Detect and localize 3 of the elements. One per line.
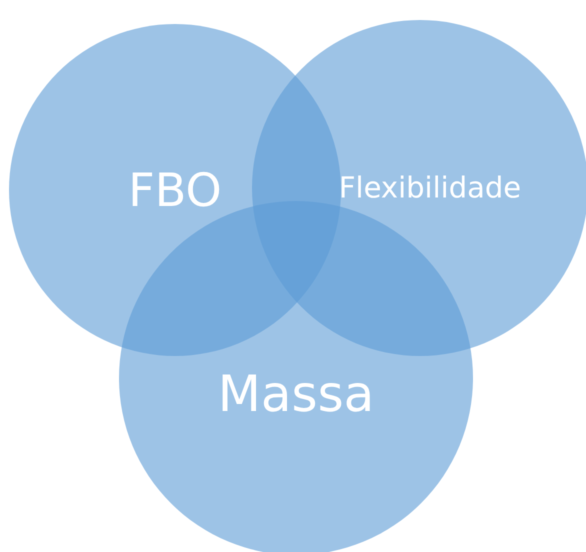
- set-label: FBO: [128, 167, 222, 213]
- set-label: Massa: [218, 369, 374, 419]
- set-label: Flexibilidade: [338, 174, 522, 202]
